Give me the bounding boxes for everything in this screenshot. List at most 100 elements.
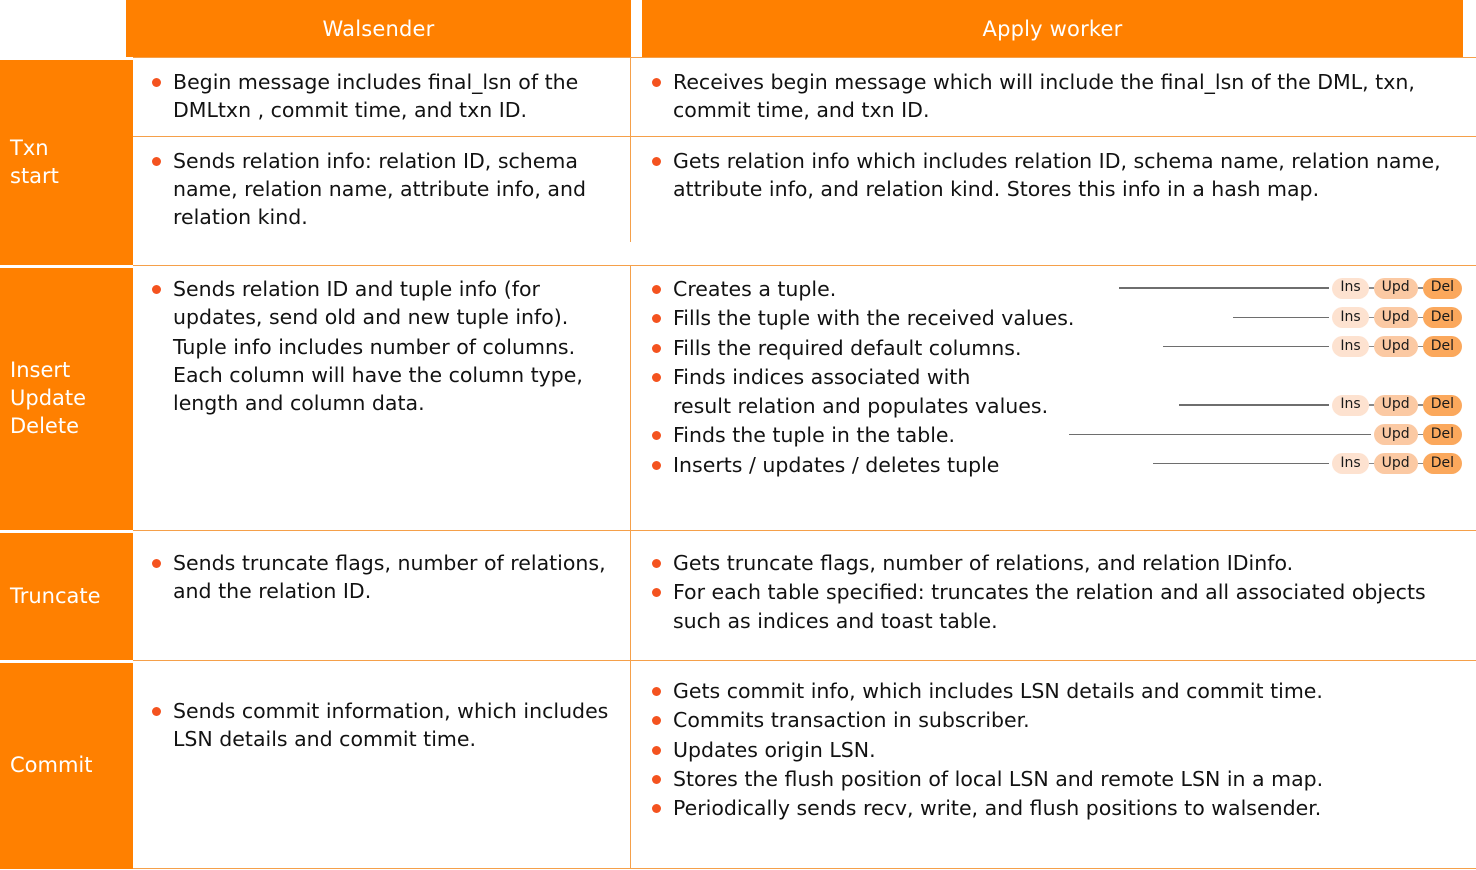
list-item-text: Sends relation ID and tuple info (for up… <box>173 277 569 330</box>
list-item: Periodically sends recv, write, and flus… <box>645 794 1462 822</box>
table-row-txn-start: Txn start Begin message includes final_l… <box>0 57 1476 265</box>
list-item-text: Gets commit info, which includes LSN det… <box>673 679 1323 703</box>
column-header-walsender: Walsender <box>126 0 631 57</box>
list-item: Gets truncate flags, number of relations… <box>645 549 1462 577</box>
connector-line <box>1179 404 1330 406</box>
list-item: Receives begin message which will includ… <box>645 68 1462 125</box>
list-item-text: Creates a tuple. <box>673 277 837 301</box>
bullet-dot-icon <box>652 745 661 755</box>
tag-separator <box>1417 433 1423 436</box>
cell-apply-truncate: Gets truncate flags, number of relations… <box>631 531 1476 660</box>
list-item: Sends truncate flags, number of relation… <box>145 549 616 606</box>
bullet-dot-icon <box>652 343 661 353</box>
bullet-dot-icon <box>652 78 661 87</box>
tag-separator <box>1417 462 1423 465</box>
bullet-dot-icon <box>652 314 661 324</box>
bullet-dot-icon <box>152 707 161 716</box>
list-item: Finds indices associated with <box>645 363 1462 391</box>
bullet-dot-icon <box>652 559 661 568</box>
operation-tag-del: Del <box>1422 453 1462 475</box>
list-item-continuation: Tuple info includes number of columns. E… <box>145 333 616 418</box>
table-row-truncate: Truncate Sends truncate flags, number of… <box>0 530 1476 660</box>
header-gap <box>631 0 642 57</box>
list-item-text: Sends commit information, which includes… <box>173 699 609 752</box>
subrow-relation-info: Sends relation info: relation ID, schema… <box>133 135 1476 243</box>
list-item-text: For each table specified: truncates the … <box>673 580 1426 633</box>
operation-tag-upd: Upd <box>1373 423 1418 445</box>
list-item: Sends relation info: relation ID, schema… <box>145 147 616 232</box>
bullet-dot-icon <box>652 431 661 441</box>
bullet-dot-icon <box>652 687 661 696</box>
row-label-insert-update-delete: Insert Update Delete <box>0 268 133 530</box>
operation-tag-upd: Upd <box>1373 394 1418 416</box>
list-item-text: Inserts / updates / deletes tuple <box>673 452 1000 477</box>
operation-tag-ins: Ins <box>1332 277 1369 299</box>
row-label-line: Insert <box>10 358 71 383</box>
bullet-dot-icon <box>152 156 161 166</box>
operation-tag-ins: Ins <box>1332 306 1369 328</box>
operation-tag-del: Del <box>1422 336 1462 358</box>
operation-tag-ins: Ins <box>1332 336 1369 358</box>
row-label-line: Update <box>10 386 87 411</box>
row-label-line: Txn <box>10 135 49 160</box>
operation-tag-upd: Upd <box>1373 453 1418 475</box>
list-item-text: Begin message includes final_lsn of the … <box>173 70 579 123</box>
connector-line <box>1119 287 1330 289</box>
tag-separator <box>1417 316 1423 319</box>
list-item: Gets relation info which includes relati… <box>645 147 1462 204</box>
bullet-dot-icon <box>652 285 661 294</box>
list-item-text: result relation and populates values. <box>673 394 1049 419</box>
list-item-text: Tuple info includes number of columns. E… <box>173 334 583 416</box>
bullet-dot-icon <box>652 804 661 814</box>
tag-separator <box>1368 462 1374 465</box>
operation-tag-upd: Upd <box>1373 277 1418 299</box>
bullet-dot-icon <box>652 716 661 726</box>
header-corner-spacer <box>0 0 126 57</box>
table-body: Txn start Begin message includes final_l… <box>0 57 1476 869</box>
tag-separator <box>1368 316 1374 319</box>
cell-apply-relation-info: Gets relation info which includes relati… <box>631 137 1476 243</box>
row-label-line: Commit <box>10 753 93 778</box>
list-item: Sends relation ID and tuple info (for up… <box>145 275 616 332</box>
row-label-line: Delete <box>10 413 79 438</box>
tag-separator <box>1417 404 1423 406</box>
operation-tag-ins: Ins <box>1332 394 1369 416</box>
cell-walsender-txn-begin: Begin message includes final_lsn of the … <box>133 58 631 136</box>
list-item: Commits transaction in subscriber. <box>645 706 1462 734</box>
list-item: For each table specified: truncates the … <box>645 578 1462 635</box>
connector-line <box>1153 462 1330 465</box>
operation-tag-upd: Upd <box>1373 336 1418 358</box>
cell-walsender-commit: Sends commit information, which includes… <box>133 661 631 868</box>
connector-line <box>1233 316 1330 319</box>
connector-line <box>1163 345 1330 348</box>
list-item-with-tags: result relation and populates values. Ins… <box>645 392 1462 420</box>
bullet-dot-icon <box>152 78 161 87</box>
list-item: Sends commit information, which includes… <box>145 697 616 754</box>
list-item-text: Updates origin LSN. <box>673 737 876 762</box>
list-item-text: Gets relation info which includes relati… <box>673 148 1441 201</box>
operation-tag-del: Del <box>1422 423 1462 445</box>
tag-separator <box>1368 345 1374 348</box>
operation-tag-del: Del <box>1422 277 1462 299</box>
bullet-dot-icon <box>152 559 161 568</box>
list-item-text: Gets truncate flags, number of relations… <box>673 551 1294 575</box>
list-item-text: Receives begin message which will includ… <box>673 70 1415 123</box>
list-item-text: Periodically sends recv, write, and flus… <box>673 796 1322 821</box>
list-item: Begin message includes final_lsn of the … <box>145 68 616 125</box>
tag-separator <box>1368 287 1374 289</box>
tag-separator <box>1368 404 1374 406</box>
list-item: Gets commit info, which includes LSN det… <box>645 677 1462 705</box>
cell-walsender-iud: Sends relation ID and tuple info (for up… <box>133 266 631 530</box>
